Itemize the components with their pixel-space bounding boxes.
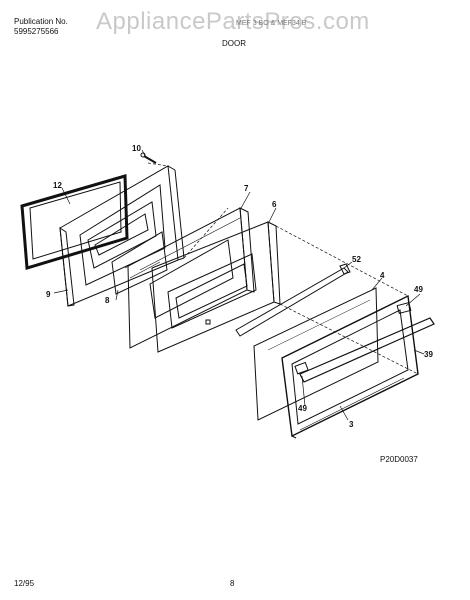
door-gasket-part [20, 174, 129, 270]
door-frame-part [127, 207, 255, 349]
callout-9: 9 [46, 290, 51, 299]
callout-8: 8 [105, 296, 110, 305]
door-trim-frame-part [281, 294, 419, 439]
publication-label: Publication No. [14, 17, 68, 26]
callout-52: 52 [352, 255, 361, 264]
model-number: MEF 3 BO & MEF34 B [236, 20, 307, 27]
callout-6: 6 [272, 200, 277, 209]
section-title: DOOR [222, 39, 246, 48]
door-handle-part [235, 263, 351, 337]
callout-49-top: 49 [414, 285, 423, 294]
callout-4: 4 [380, 271, 385, 280]
publication-number: 5995275566 [14, 27, 59, 36]
callout-12: 12 [53, 181, 62, 190]
callout-7: 7 [244, 184, 249, 193]
callout-39: 39 [424, 350, 433, 359]
page-number: 8 [230, 579, 235, 588]
callout-10: 10 [132, 144, 141, 153]
screw-part [140, 152, 157, 164]
leader-lines [53, 149, 425, 421]
callout-3: 3 [349, 420, 354, 429]
figure-code: P20D0037 [380, 455, 418, 464]
door-panel-glass-part [253, 287, 379, 421]
callout-49-bottom: 49 [298, 404, 307, 413]
inner-door-liner-part [59, 165, 185, 307]
footer-date: 12/95 [14, 579, 35, 588]
end-cap-part [294, 301, 412, 375]
watermark: AppliancePartsPros.com [96, 8, 370, 35]
